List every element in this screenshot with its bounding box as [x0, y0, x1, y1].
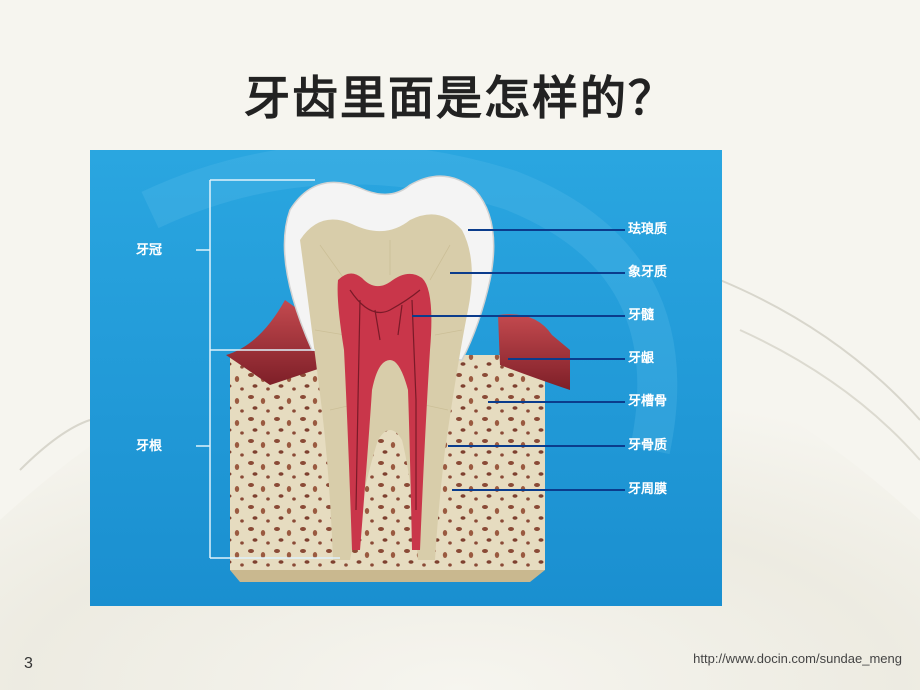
- label-periodontal-membrane: 牙周膜: [628, 482, 668, 497]
- label-cementum: 牙骨质: [628, 438, 668, 453]
- slide-title: 牙齿里面是怎样的？: [244, 71, 676, 125]
- page-number: 3: [24, 655, 33, 672]
- label-dentin: 象牙质: [628, 265, 668, 280]
- label-root: 牙根: [136, 439, 163, 454]
- label-gum: 牙龈: [628, 351, 655, 366]
- pointer-lines: [412, 229, 625, 491]
- label-pulp: 牙髓: [628, 308, 655, 323]
- crown-root-brackets: [196, 179, 340, 559]
- label-crown: 牙冠: [136, 243, 163, 258]
- label-enamel: 珐琅质: [628, 222, 668, 237]
- source-url[interactable]: http://www.docin.com/sundae_meng: [693, 651, 902, 666]
- label-alveolar-bone: 牙槽骨: [628, 394, 668, 409]
- pulp: [337, 273, 432, 550]
- tooth-cross-section-diagram: [90, 150, 722, 606]
